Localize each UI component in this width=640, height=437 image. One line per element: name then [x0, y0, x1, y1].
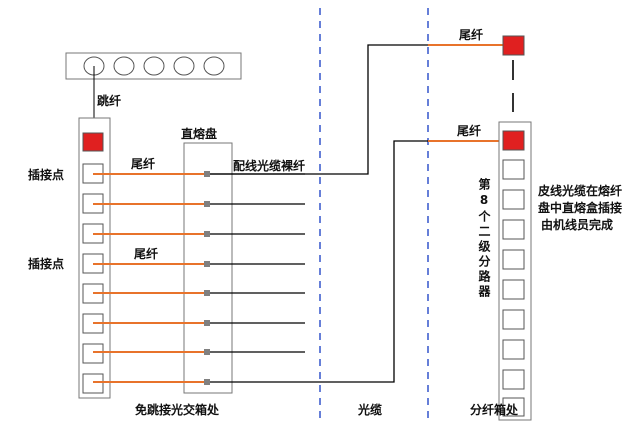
port: [502, 339, 525, 360]
port: [82, 343, 104, 364]
splice-point: [204, 379, 210, 385]
pigtail-top-label: 尾纤: [459, 27, 483, 42]
bottom-label-cable: 光缆: [357, 402, 382, 417]
splitter-ports: [502, 159, 525, 417]
splice-point: [204, 171, 210, 177]
pigtail-mid-label: 尾纤: [457, 123, 481, 138]
pigtails-left: [93, 173, 207, 383]
jumper-port: [203, 56, 225, 76]
jumper-port: [143, 56, 165, 76]
port-active-left: [82, 132, 104, 152]
insert-point-label-1: 插接点: [28, 167, 64, 182]
splice-tray-label: 直熔盘: [181, 126, 217, 141]
port: [502, 309, 525, 330]
splitter-vertical-label: 第8个二级分路器: [477, 177, 491, 300]
port: [502, 369, 525, 390]
note-line-3: 由机线员完成: [541, 217, 613, 232]
jumper-panel-ports: [83, 56, 225, 76]
insert-point-label-2: 插接点: [28, 256, 64, 271]
jumper-port: [113, 56, 135, 76]
pigtail-label-2: 尾纤: [134, 246, 158, 261]
note-line-1: 皮线光缆在熔纤: [537, 183, 622, 198]
splice-point: [204, 261, 210, 267]
port: [82, 373, 104, 394]
bottom-label-splitter: 分纤箱处: [470, 402, 519, 417]
bottom-label-cabinet: 免跳接光交箱处: [135, 402, 220, 417]
port: [502, 219, 525, 240]
splice-point: [204, 349, 210, 355]
splice-tray-box: [183, 142, 233, 394]
port: [502, 249, 525, 270]
splice-point: [204, 290, 210, 296]
jump-fiber-label: 跳纤: [97, 93, 121, 108]
port: [502, 279, 525, 300]
port: [502, 189, 525, 210]
cable-path-top: [210, 44, 500, 175]
pigtail-label-1: 尾纤: [131, 156, 155, 171]
note-line-2: 盘中直熔盒插接: [538, 200, 622, 215]
port-active-splitter: [502, 130, 525, 151]
splice-points: [204, 171, 210, 385]
port: [502, 159, 525, 180]
splice-point: [204, 231, 210, 237]
jumper-port: [173, 56, 195, 76]
splice-point: [204, 201, 210, 207]
splice-point: [204, 320, 210, 326]
port: [502, 397, 525, 417]
distribution-cable-label: 配线光缆裸纤: [233, 158, 305, 173]
port-active-top: [502, 35, 525, 56]
cable-path-bottom: [210, 140, 500, 383]
